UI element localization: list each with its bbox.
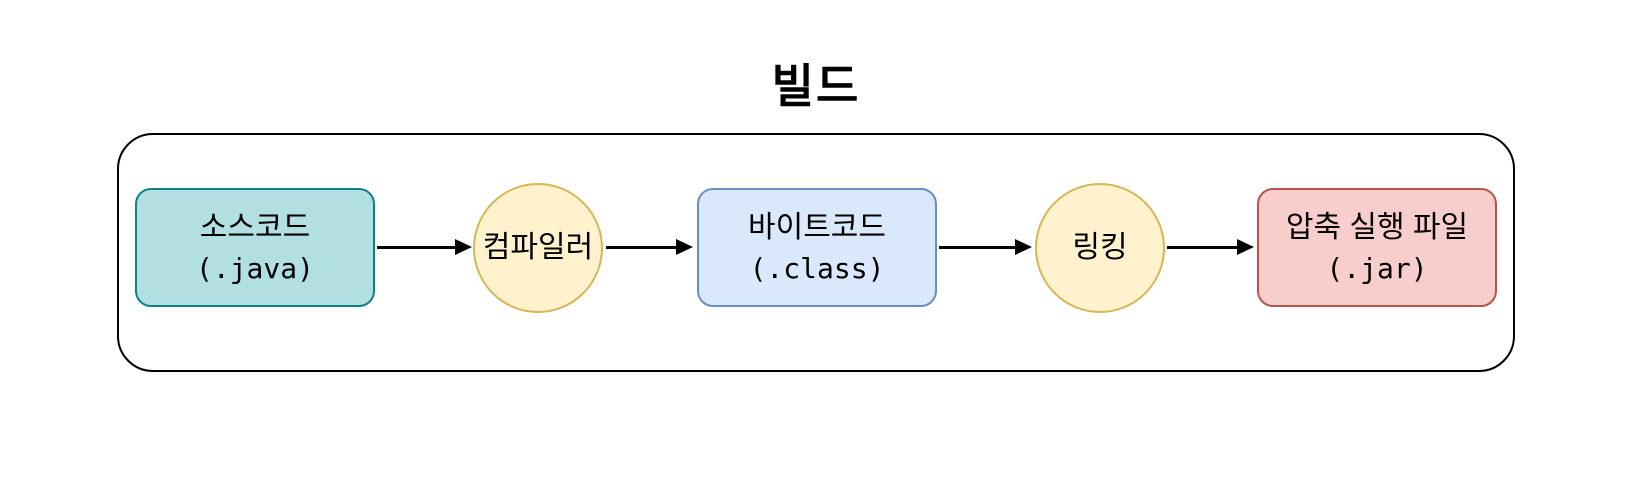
node-linking-label: 링킹	[1072, 231, 1128, 264]
node-linking: 링킹	[1035, 183, 1165, 313]
flow-arrow-compiler-to-bytecode	[606, 239, 693, 255]
flow-container	[117, 133, 1515, 372]
flow-arrow-linking-to-jar	[1167, 239, 1254, 255]
node-bytecode: 바이트코드 (.class)	[697, 188, 937, 307]
node-source-code: 소스코드 (.java)	[135, 188, 375, 307]
node-bytecode-extension: (.class)	[749, 251, 885, 285]
diagram-title: 빌드	[771, 60, 861, 112]
node-compiler-label: 컴파일러	[482, 231, 594, 264]
node-jar-file-label: 압축 실행 파일	[1285, 210, 1469, 244]
flow-arrow-bytecode-to-linking	[939, 239, 1032, 255]
node-bytecode-label: 바이트코드	[748, 210, 886, 244]
arrowhead-icon	[1237, 239, 1254, 255]
arrowhead-icon	[455, 239, 472, 255]
arrowhead-icon	[676, 239, 693, 255]
node-jar-file-extension: (.jar)	[1326, 251, 1428, 285]
arrowhead-icon	[1015, 239, 1032, 255]
node-compiler: 컴파일러	[473, 183, 603, 313]
node-source-code-label: 소스코드	[199, 210, 311, 244]
node-jar-file: 압축 실행 파일 (.jar)	[1257, 188, 1497, 307]
node-source-code-extension: (.java)	[195, 251, 314, 285]
flow-arrow-source-to-compiler	[377, 239, 472, 255]
